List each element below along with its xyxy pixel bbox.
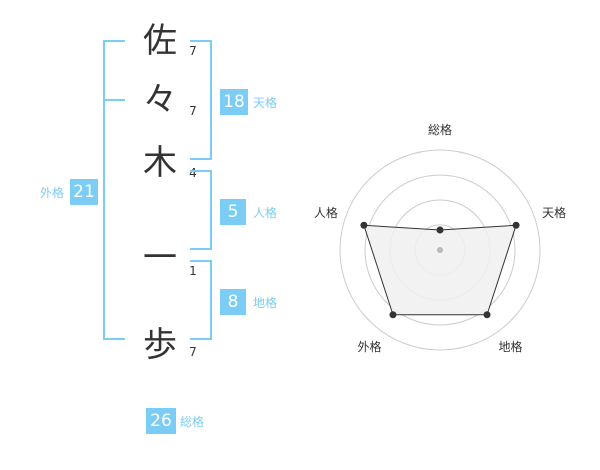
name-char-5: 歩 xyxy=(143,325,177,365)
name-char-1: 佐 xyxy=(143,21,177,61)
bracket-tick xyxy=(103,99,125,101)
radar-axis-label-4: 外格 xyxy=(357,339,381,354)
soukaku-badge: 26 xyxy=(146,408,176,434)
tenkaku-bracket xyxy=(190,40,212,160)
radar-axis-label-2: 天格 xyxy=(542,205,566,220)
tenkaku-label: 天格 xyxy=(253,96,278,110)
tenkaku-badge: 18 xyxy=(220,89,248,115)
radar-point-1 xyxy=(436,226,444,234)
radar-grid-ring xyxy=(364,174,516,326)
radar-series-area xyxy=(363,224,517,316)
radar-point-5 xyxy=(360,221,368,229)
radar-axis-label-5: 人格 xyxy=(314,205,338,220)
gaikaku-badge: 21 xyxy=(70,179,98,205)
stroke-count-4: 1 xyxy=(189,264,197,278)
stroke-count-3: 4 xyxy=(189,166,197,180)
name-char-4: 一 xyxy=(143,238,177,278)
radar-point-3 xyxy=(483,311,491,319)
chikaku-label: 地格 xyxy=(253,296,278,310)
chikaku-badge: 8 xyxy=(220,289,246,315)
gaikaku-bracket xyxy=(103,40,125,340)
name-char-2: 々 xyxy=(143,80,177,120)
stroke-count-5: 7 xyxy=(189,345,197,359)
radar-center xyxy=(437,247,443,253)
gaikaku-label: 外格 xyxy=(40,186,65,200)
name-char-3: 木 xyxy=(143,143,177,183)
jinkaku-label: 人格 xyxy=(253,206,278,220)
radar-axis-label-3: 地格 xyxy=(499,339,523,354)
jinkaku-bracket xyxy=(190,170,212,250)
radar-grid-ring xyxy=(339,149,541,351)
radar-point-4 xyxy=(389,311,397,319)
radar-point-2 xyxy=(512,221,520,229)
stroke-count-1: 7 xyxy=(189,44,197,58)
radar-axis-label-1: 総格 xyxy=(428,122,452,137)
chikaku-bracket xyxy=(190,260,212,340)
jinkaku-badge: 5 xyxy=(220,199,246,225)
stroke-count-2: 7 xyxy=(189,104,197,118)
soukaku-label: 総格 xyxy=(180,415,205,429)
